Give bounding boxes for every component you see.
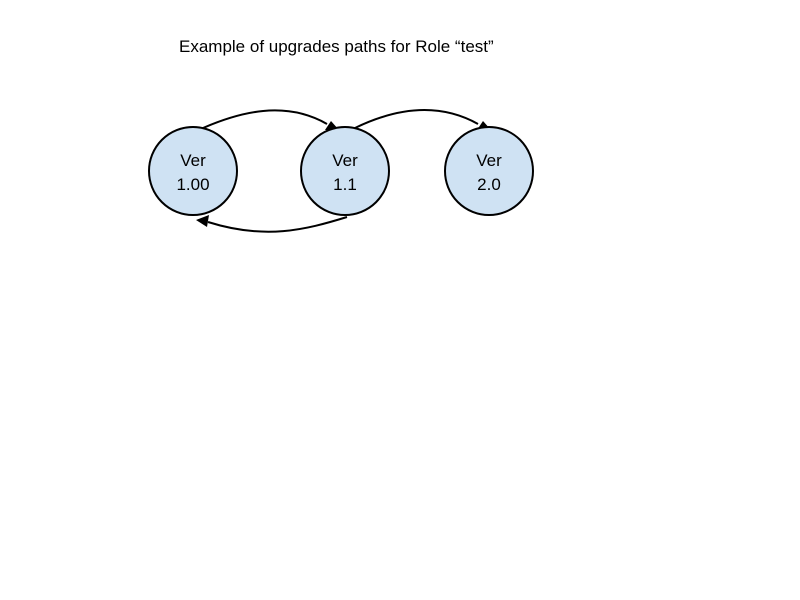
arrowhead-v11-to-v100 [196,215,209,227]
edge-v100-to-v11 [202,109,328,129]
edges [196,109,491,233]
node-label-line2: 1.1 [333,175,357,194]
edge-v11-to-v20 [354,109,479,129]
node-label-line2: 2.0 [477,175,501,194]
node-v20: Ver 2.0 [444,126,534,216]
node-v11: Ver 1.1 [300,126,390,216]
node-circle-v100 [148,126,238,216]
node-label-line2: 1.00 [176,175,209,194]
node-circle-v20 [444,126,534,216]
node-label-line1: Ver [476,151,502,170]
diagram-title: Example of upgrades paths for Role “test… [179,37,494,56]
node-label-line1: Ver [180,151,206,170]
node-circle-v11 [300,126,390,216]
node-label-line1: Ver [332,151,358,170]
node-v100: Ver 1.00 [148,126,238,216]
edge-v11-to-v100 [207,216,348,233]
